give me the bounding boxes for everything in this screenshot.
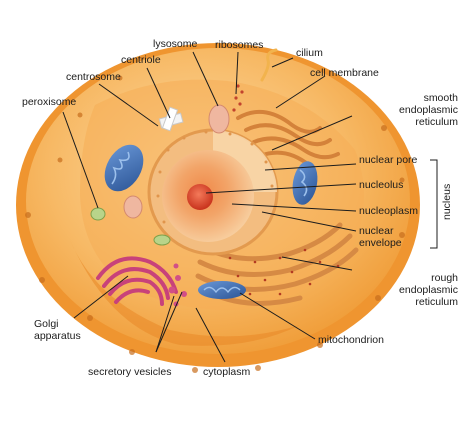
green-vesicle-shape	[153, 234, 171, 246]
nucleus-bracket	[430, 159, 438, 249]
secretory-vesicle-shapes	[168, 263, 187, 307]
cilium-shape	[260, 48, 278, 82]
mitochondrion-bottom	[198, 281, 246, 299]
peroxisome-shape	[90, 207, 106, 221]
label-nucleoplasm: nucleoplasm	[359, 205, 418, 217]
label-nucleus: nucleus	[441, 183, 453, 220]
label-lysosome: lysosome	[153, 38, 198, 50]
nucleus	[147, 128, 279, 256]
nucleolus	[187, 184, 213, 210]
label-secretory-vesicles: secretory vesicles	[88, 366, 172, 378]
lysosome-shape	[208, 104, 230, 134]
label-golgi: Golgi apparatus	[34, 318, 81, 342]
centriole-shape	[158, 106, 184, 132]
surface-pores	[25, 75, 405, 373]
label-mitochondrion: mitochondrion	[318, 334, 384, 346]
rough-er-ribosomes	[228, 248, 340, 296]
label-centriole: centriole	[121, 54, 161, 66]
label-rough-er: rough endoplasmic reticulum	[399, 272, 458, 308]
label-centrosome: centrosome	[66, 71, 121, 83]
leader-lines	[62, 51, 357, 363]
mitochondrion-right	[292, 161, 318, 205]
label-ribosomes: ribosomes	[215, 39, 264, 51]
ribosome-dots	[232, 84, 244, 112]
golgi-shape	[96, 256, 178, 306]
vesicle-shape	[123, 195, 143, 219]
label-nuclear-envelope: nuclear envelope	[359, 225, 402, 249]
label-smooth-er: smooth endoplasmic reticulum	[399, 92, 458, 128]
mitochondrion-left	[104, 144, 144, 192]
label-cell-membrane: cell membrane	[310, 67, 379, 79]
label-cilium: cilium	[296, 47, 323, 59]
label-cytoplasm: cytoplasm	[203, 366, 251, 378]
label-peroxisome: peroxisome	[22, 96, 77, 108]
label-nuclear-pore: nuclear pore	[359, 154, 418, 166]
label-nucleolus: nucleolus	[359, 179, 404, 191]
